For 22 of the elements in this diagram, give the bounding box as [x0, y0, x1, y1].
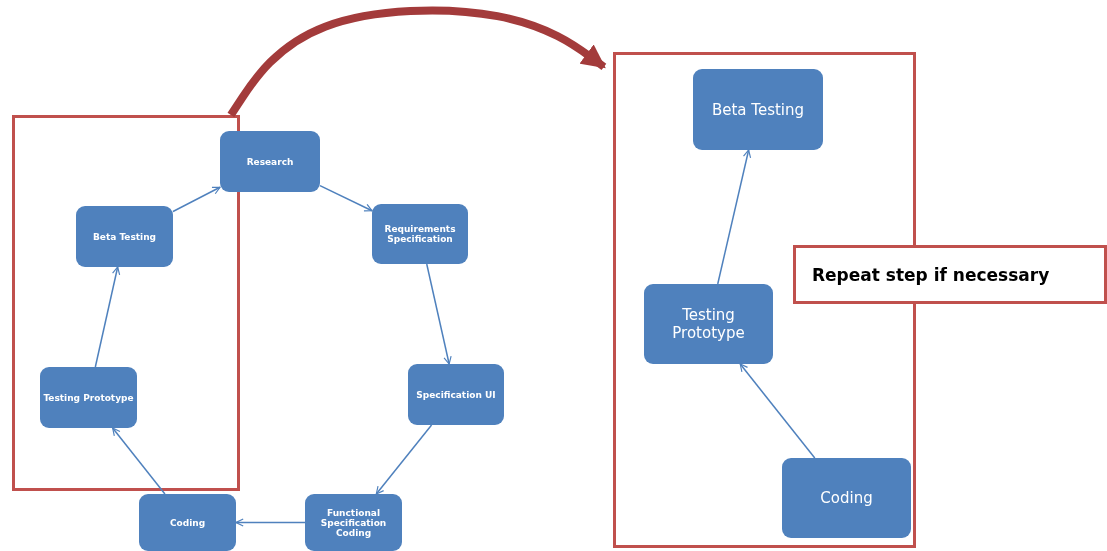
group-frame	[12, 115, 240, 491]
arrow	[111, 427, 166, 495]
arrow	[94, 266, 121, 368]
process-box: Coding	[139, 494, 236, 551]
process-box: Coding	[782, 458, 911, 538]
note-box: Repeat step if necessary	[793, 245, 1107, 304]
process-box: Beta Testing	[76, 206, 173, 267]
process-box: Testing Prototype	[644, 284, 773, 364]
arrow	[717, 149, 752, 285]
process-box: Functional Specification Coding	[305, 494, 402, 551]
process-box: Requirements Specification	[372, 204, 468, 264]
process-box: Research	[220, 131, 320, 192]
process-box: Testing Prototype	[40, 367, 137, 428]
arrow	[319, 184, 373, 212]
process-box: Beta Testing	[693, 69, 823, 150]
arrow	[739, 363, 816, 459]
arrow	[235, 518, 306, 527]
arrow	[227, 6, 607, 118]
arrow	[172, 186, 221, 213]
process-box: Specification UI	[408, 364, 504, 425]
arrow	[375, 424, 433, 495]
arrow	[426, 263, 452, 365]
